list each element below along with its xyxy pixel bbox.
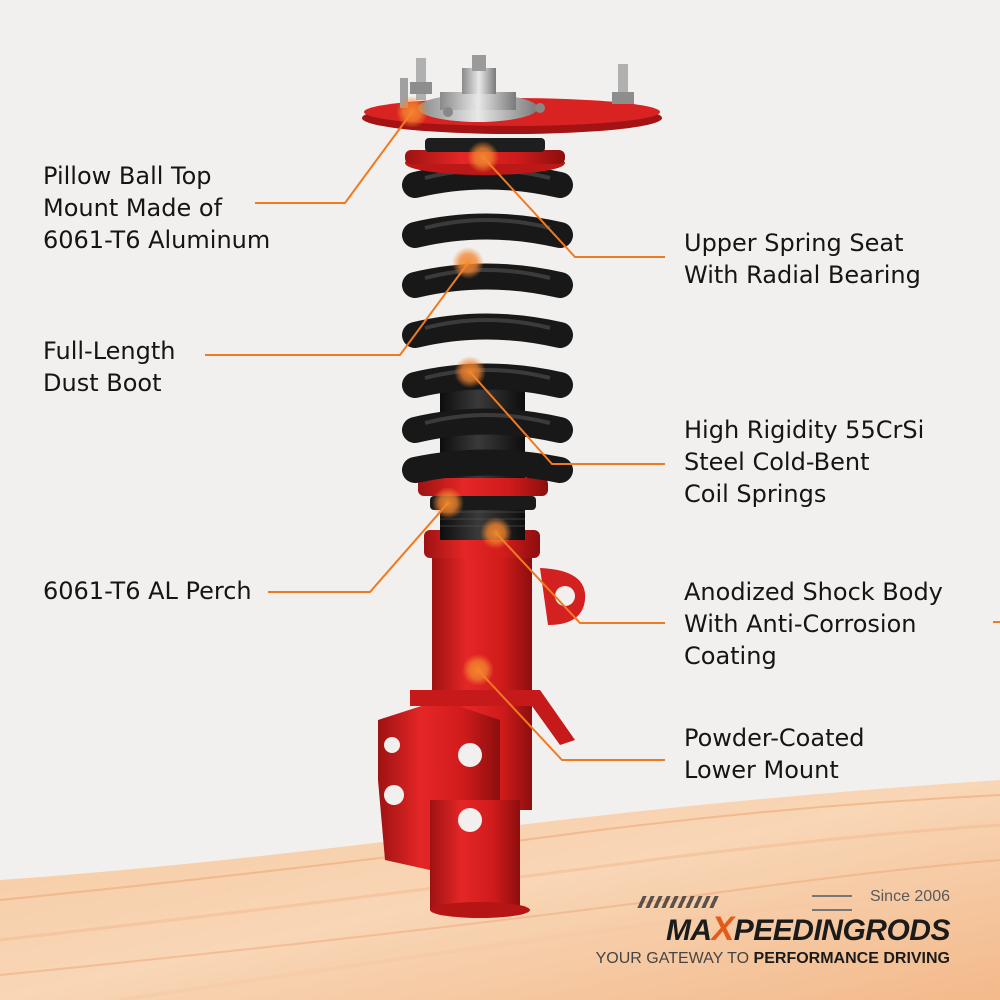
callout-al-perch: 6061-T6 AL Perch — [43, 577, 252, 605]
coilover-illustration — [362, 55, 662, 918]
brand-since: Since 2006 — [869, 888, 950, 905]
callout-dot-icon — [452, 247, 484, 279]
leader-coil-springs — [469, 371, 665, 465]
callout-dot-icon — [396, 96, 428, 128]
callout-pillow-ball: Pillow Ball Top Mount Made of 6061-T6 Al… — [43, 162, 271, 254]
callout-dust-boot: Full-Length Dust Boot — [43, 337, 176, 397]
brand-logo: Since 2006 MAXPEEDINGRODS YOUR GATEWAY T… — [596, 888, 951, 978]
brand-tagline-bold: PERFORMANCE DRIVING — [753, 950, 950, 967]
callout-dot-icon — [462, 654, 494, 686]
callout-dot-icon — [454, 356, 486, 388]
callout-lower-mount: Powder-Coated Lower Mount — [684, 724, 865, 784]
callout-dot-icon — [467, 141, 499, 173]
callout-upper-spring-seat: Upper Spring Seat With Radial Bearing — [684, 229, 921, 289]
callout-dot-icon — [432, 487, 464, 519]
leader-lines — [205, 111, 1000, 761]
leader-shock-body — [495, 532, 665, 624]
brand-name-x: X — [711, 910, 735, 948]
brand-name-suffix: PEEDINGRODS — [733, 914, 951, 947]
brand-name: MAXPEEDINGRODS — [665, 910, 951, 949]
brand-name-prefix: MA — [665, 914, 712, 947]
callout-coil-springs: High Rigidity 55CrSi Steel Cold-Bent Coi… — [684, 416, 925, 508]
brand-tagline: YOUR GATEWAY TO PERFORMANCE DRIVING — [596, 950, 950, 968]
checkered-flag-icon — [637, 896, 721, 908]
leader-al-perch — [268, 502, 449, 593]
callout-shock-body: Anodized Shock Body With Anti-Corrosion … — [684, 578, 943, 670]
callout-dot-icon — [480, 517, 512, 549]
leader-upper-spring-seat — [482, 156, 665, 258]
leader-lower-mount — [477, 669, 665, 761]
callout-dots — [396, 96, 512, 686]
leader-dust-boot — [205, 262, 469, 356]
leader-pillow-ball — [255, 111, 413, 204]
brand-speed-lines — [812, 895, 852, 911]
brand-tagline-plain: YOUR GATEWAY TO — [595, 950, 754, 967]
